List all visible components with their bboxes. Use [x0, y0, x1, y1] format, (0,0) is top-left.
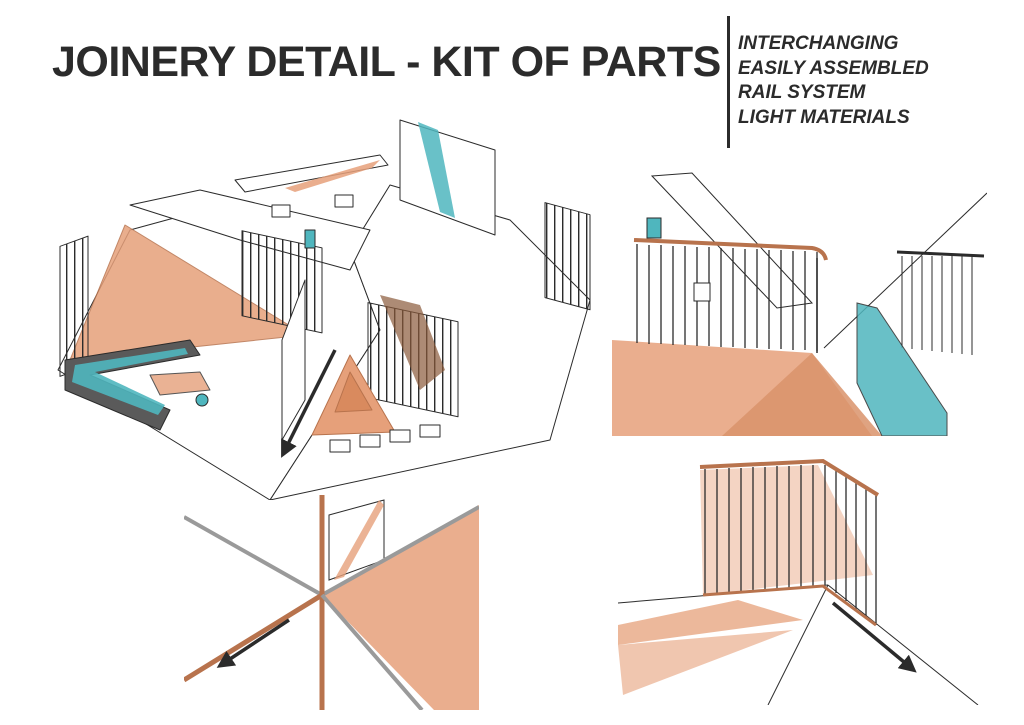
timber-handrail	[699, 458, 880, 497]
timber-floor-plate	[322, 505, 479, 710]
partition	[281, 279, 306, 441]
teal-chair	[304, 229, 316, 249]
railing	[59, 235, 89, 377]
teal-glass-strip	[418, 122, 455, 218]
sofa-cushion	[72, 348, 188, 415]
timber-base-rail	[702, 584, 877, 627]
railing-balusters	[704, 465, 877, 625]
timber-strip	[285, 160, 380, 192]
direction-arrow	[216, 618, 290, 668]
direction-arrow	[281, 349, 337, 458]
coffee-table	[149, 371, 211, 396]
railing-balusters	[896, 250, 985, 355]
timber-brace	[380, 295, 445, 390]
railing-shadow	[700, 465, 873, 595]
railing-detail-top	[612, 172, 987, 436]
teal-chair	[646, 217, 662, 239]
timber-floor	[722, 353, 882, 436]
floor-joint-detail	[184, 495, 479, 710]
teal-glass-panel	[856, 302, 948, 436]
timber-glass-stripe	[334, 500, 384, 580]
feature-item: RAIL SYSTEM	[738, 82, 866, 103]
isometric-floor-drawing	[57, 119, 591, 500]
feature-item: INTERCHANGING	[738, 33, 899, 54]
page-title: JOINERY DETAIL - KIT OF PARTS	[52, 38, 721, 86]
direction-arrow	[831, 601, 917, 673]
timber-beam	[618, 600, 803, 645]
glass-panel	[399, 119, 496, 236]
desk	[650, 172, 814, 309]
title-divider	[727, 16, 730, 148]
timber-rug-inner	[334, 371, 373, 413]
timber-beam	[618, 630, 793, 695]
chair	[693, 282, 711, 302]
railing-corner-detail	[618, 458, 979, 705]
feature-list: INTERCHANGING EASILY ASSEMBLED RAIL SYST…	[738, 32, 929, 130]
feature-item: LIGHT MATERIALS	[738, 106, 910, 128]
chair-group	[271, 194, 441, 453]
railing	[544, 202, 591, 311]
timber-handrail	[633, 238, 828, 261]
desk	[234, 154, 389, 193]
teal-stool	[195, 393, 209, 407]
feature-item: EASILY ASSEMBLED	[738, 57, 929, 79]
